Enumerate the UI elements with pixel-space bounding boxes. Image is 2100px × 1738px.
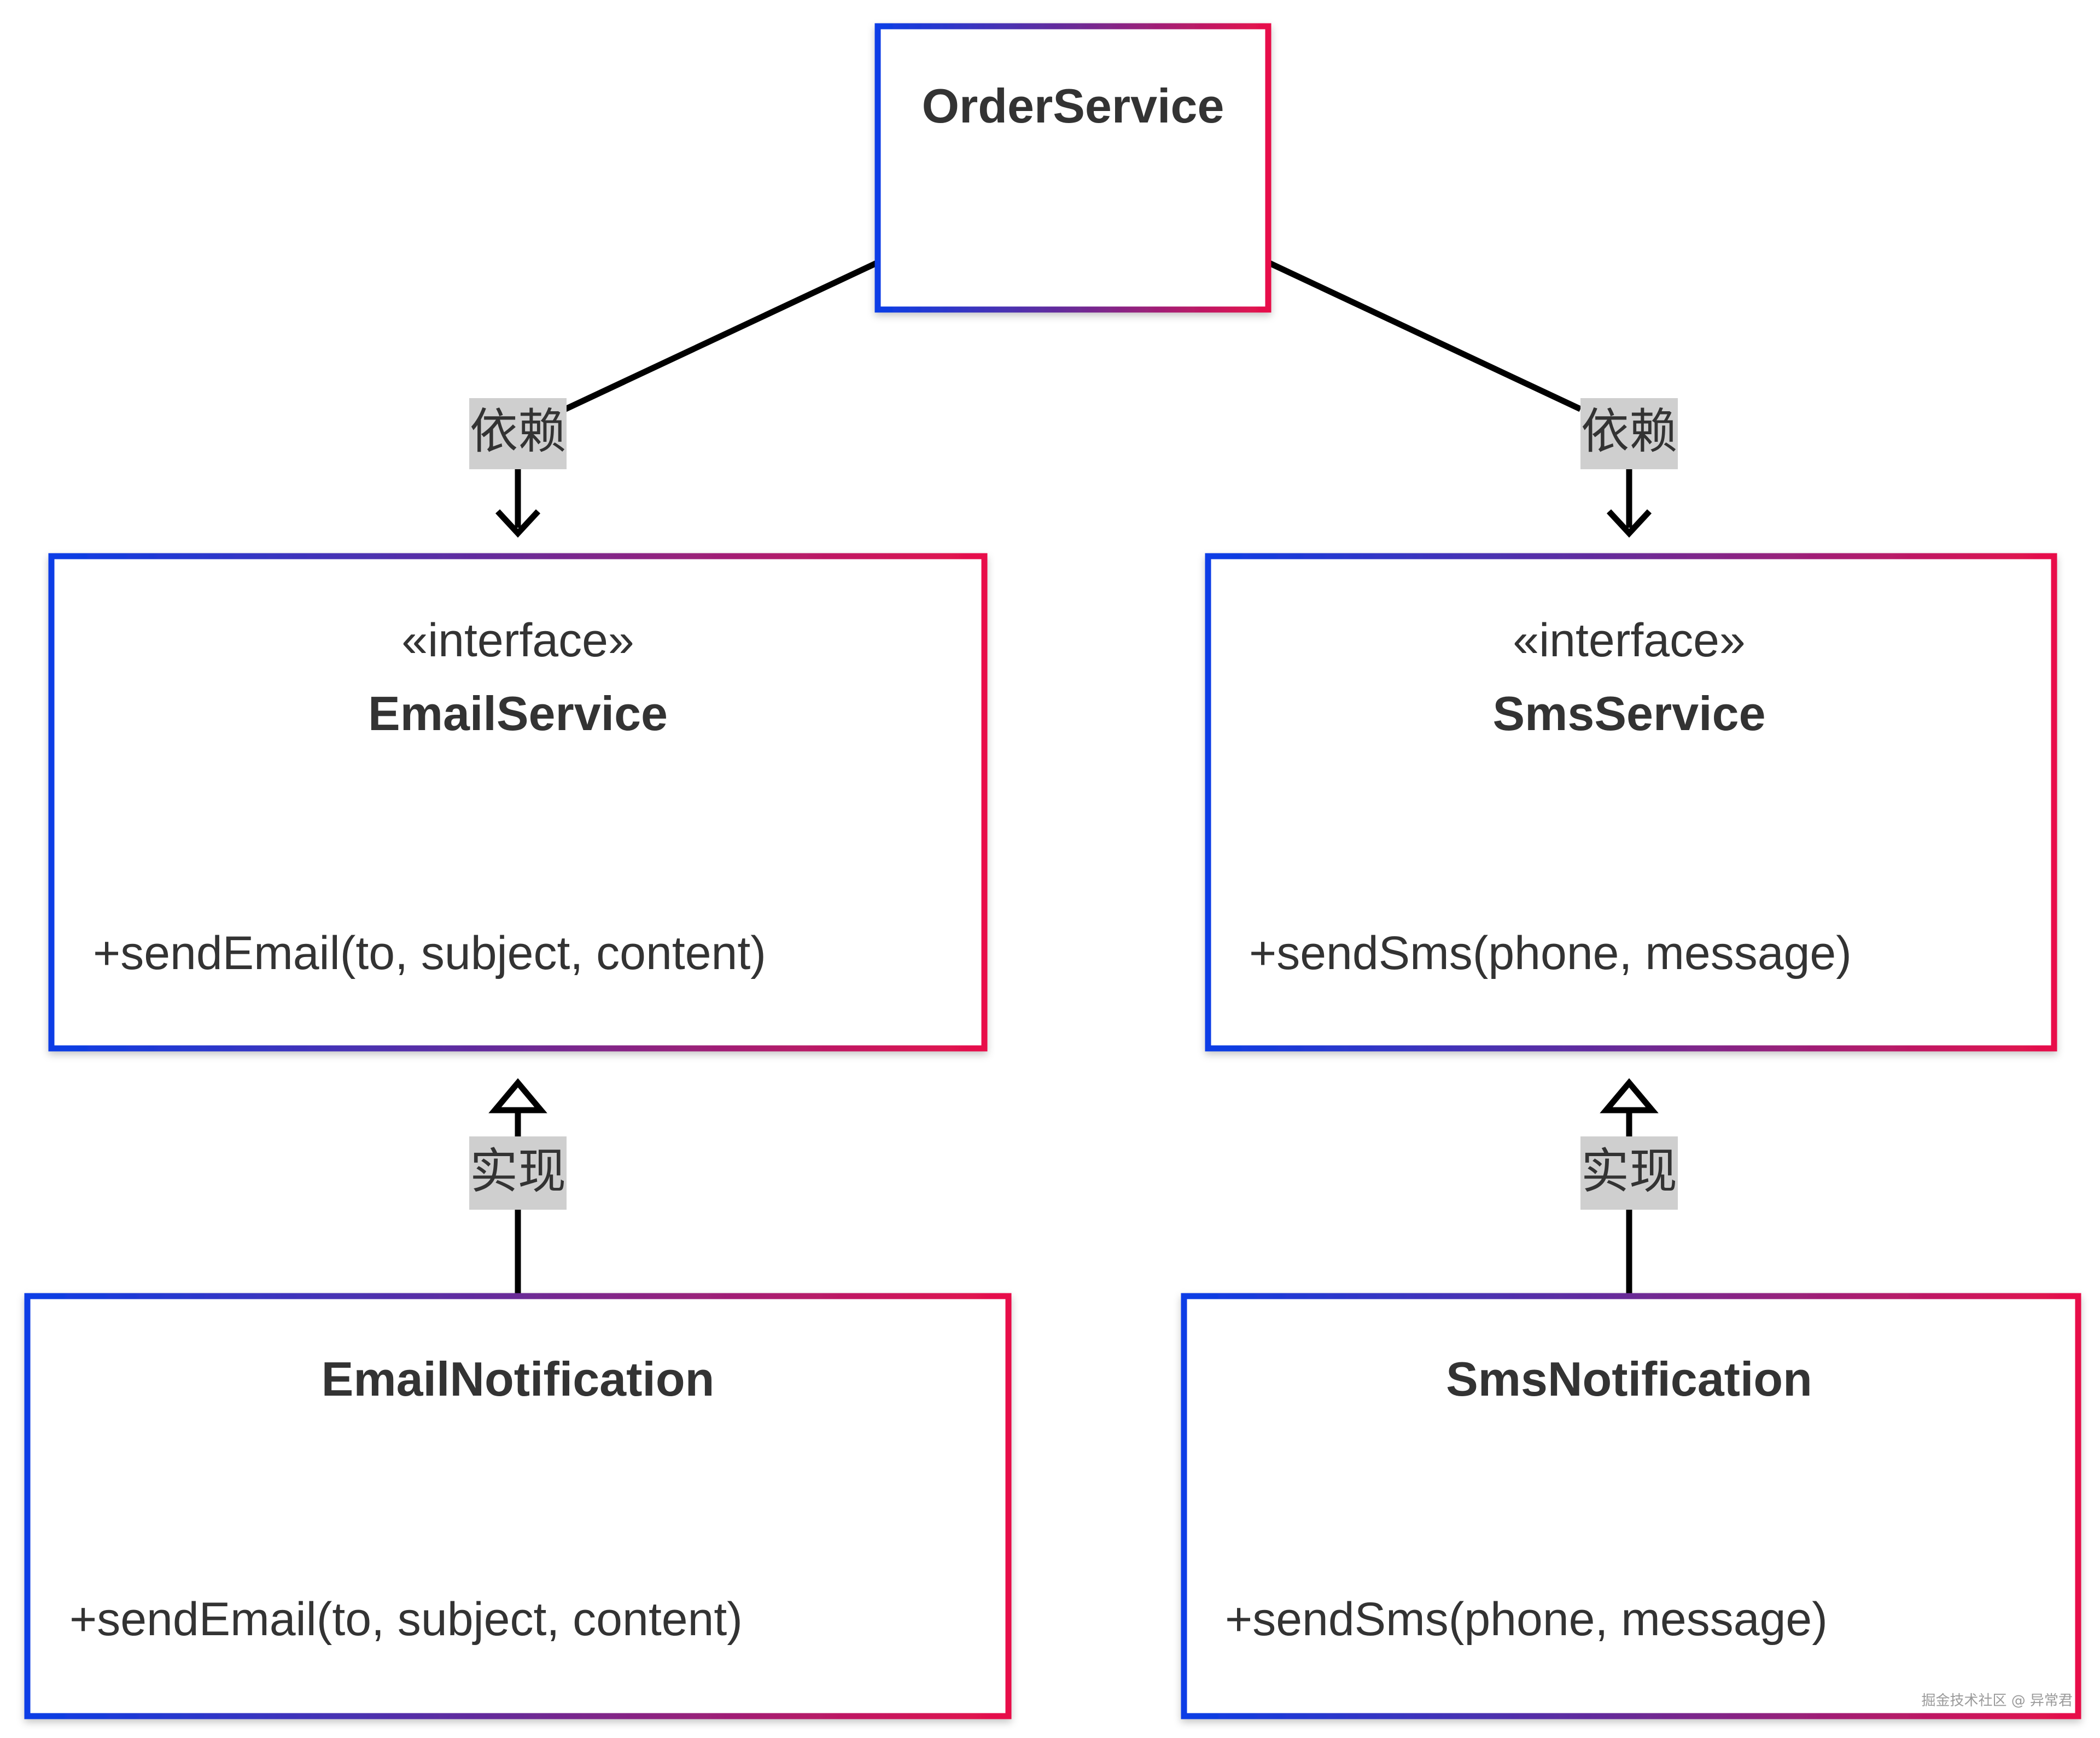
edge-label-text: 依赖 xyxy=(1581,403,1677,459)
class-title: EmailService xyxy=(368,686,668,740)
class-box-order-service[interactable]: OrderService xyxy=(874,23,1271,313)
watermark-text: 掘金技术社区 @ 异常君 xyxy=(1921,1693,2073,1709)
edge-label-text: 实现 xyxy=(1581,1143,1677,1199)
edge-label-order-to-sms: 依赖 xyxy=(1580,398,1678,469)
class-title: SmsService xyxy=(1492,686,1765,740)
class-title: OrderService xyxy=(922,79,1224,133)
edge-email-realization: 实现 xyxy=(469,1078,567,1296)
edge-label-text: 依赖 xyxy=(470,403,566,459)
class-method: +sendEmail(to, subject, content) xyxy=(93,927,766,979)
class-box-sms-service[interactable]: «interface» SmsService +sendSms(phone, m… xyxy=(1205,553,2057,1052)
edge-label-sms-realization: 实现 xyxy=(1580,1136,1678,1210)
edge-label-background xyxy=(1580,1136,1678,1210)
dependency-arrowhead-icon xyxy=(1606,509,1652,538)
class-box-frame xyxy=(24,1293,1012,1719)
class-title: EmailNotification xyxy=(322,1352,715,1406)
class-box-email-service[interactable]: «interface» EmailService +sendEmail(to, … xyxy=(48,553,988,1052)
edge-order-to-sms: 依赖 xyxy=(1267,260,1678,538)
edge-label-text: 实现 xyxy=(470,1143,566,1199)
class-method: +sendSms(phone, message) xyxy=(1249,927,1852,979)
class-box-frame xyxy=(48,553,988,1052)
edge-label-background xyxy=(469,398,567,469)
class-box-frame xyxy=(874,23,1271,313)
class-box-email-notification[interactable]: EmailNotification +sendEmail(to, subject… xyxy=(24,1293,1012,1719)
edge-label-order-to-email: 依赖 xyxy=(469,398,567,469)
class-method: +sendSms(phone, message) xyxy=(1225,1593,1828,1646)
edge-label-background xyxy=(469,1136,567,1210)
dependency-line xyxy=(564,260,879,412)
class-box-sms-notification[interactable]: SmsNotification +sendSms(phone, message) xyxy=(1181,1293,2081,1719)
class-method: +sendEmail(to, subject, content) xyxy=(69,1593,743,1646)
class-stereotype: «interface» xyxy=(401,614,634,667)
realization-arrowhead-icon xyxy=(1600,1078,1659,1113)
edge-label-email-realization: 实现 xyxy=(469,1136,567,1210)
class-box-frame xyxy=(1205,553,2057,1052)
class-stereotype: «interface» xyxy=(1513,614,1746,667)
edge-sms-realization: 实现 xyxy=(1580,1078,1678,1296)
dependency-line xyxy=(1267,260,1582,412)
realization-arrowhead-icon xyxy=(488,1078,547,1113)
edge-order-to-email: 依赖 xyxy=(469,260,879,538)
edge-label-background xyxy=(1580,398,1678,469)
class-title: SmsNotification xyxy=(1446,1352,1812,1406)
dependency-arrowhead-icon xyxy=(495,509,541,538)
class-box-frame xyxy=(1181,1293,2081,1719)
